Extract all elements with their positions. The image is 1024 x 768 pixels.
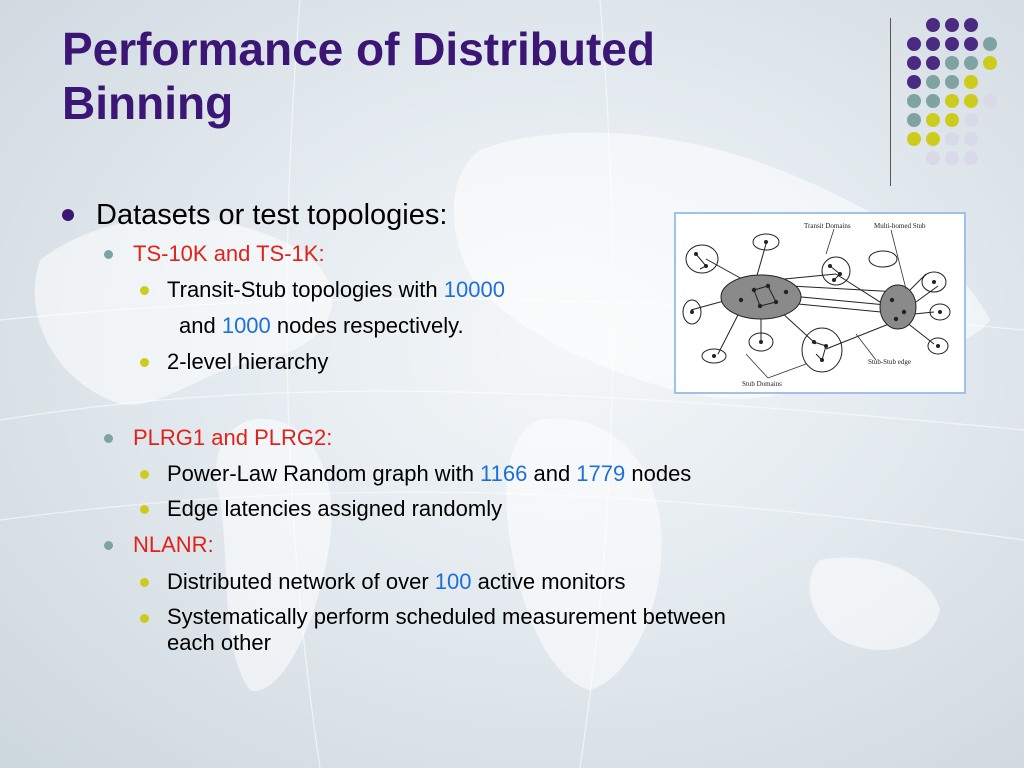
decorative-dot-grid <box>907 18 1012 168</box>
number-highlight: 10000 <box>443 277 505 302</box>
decor-dot <box>926 132 940 146</box>
decor-dot <box>964 18 978 32</box>
bullet-plrg-item-2: Edge latencies assigned randomly <box>140 495 502 523</box>
text-segment: Distributed network of over <box>167 569 435 594</box>
text-segment: and <box>527 461 577 486</box>
decor-dot <box>926 75 940 89</box>
bullet-plrg-item-1: Power-Law Random graph with 1166 and 177… <box>140 460 691 488</box>
decor-dot <box>945 94 959 108</box>
text-segment: Transit-Stub topologies with <box>167 277 444 302</box>
bullet-marker <box>104 541 113 550</box>
transit-stub-figure: Transit Domains Multi-homed Stub Stub-St… <box>674 212 966 394</box>
bullet-marker <box>140 286 149 295</box>
decor-dot <box>945 37 959 51</box>
bullet-marker <box>140 578 149 587</box>
bullet-marker <box>140 470 149 479</box>
decor-dot <box>964 94 978 108</box>
bullet-text: Power-Law Random graph with 1166 and 177… <box>167 460 691 488</box>
decor-dot <box>907 94 921 108</box>
bullet-nlanr-heading: NLANR: <box>104 531 214 559</box>
bullet-text: Edge latencies assigned randomly <box>167 496 503 521</box>
decor-dot <box>926 18 940 32</box>
bullet-text: NLANR: <box>133 532 214 557</box>
decor-dot <box>964 113 978 127</box>
number-highlight: 1000 <box>221 313 271 338</box>
decor-dot <box>907 56 921 70</box>
number-highlight: 100 <box>434 569 472 594</box>
bullet-text: and 1000 nodes respectively. <box>179 312 464 340</box>
decor-dot <box>964 37 978 51</box>
text-segment: nodes <box>625 461 692 486</box>
decor-dot <box>926 56 940 70</box>
bullet-text: Systematically perform scheduled measure… <box>167 604 726 656</box>
bullet-text: 2-level hierarchy <box>167 349 329 374</box>
text-segment: nodes respectively. <box>270 313 464 338</box>
decor-dot <box>964 151 978 165</box>
decor-dot <box>926 151 940 165</box>
bullet-nlanr-item-2: Systematically perform scheduled measure… <box>140 604 726 656</box>
decor-dot <box>983 56 997 70</box>
label-multi-homed-stub: Multi-homed Stub <box>874 222 926 230</box>
bullet-text: PLRG1 and PLRG2: <box>133 425 333 450</box>
topology-diagram: Transit Domains Multi-homed Stub Stub-St… <box>682 222 951 388</box>
bullet-marker <box>104 250 113 259</box>
bullet-marker <box>140 505 149 514</box>
text-segment: each other <box>167 630 271 655</box>
decor-dot <box>964 132 978 146</box>
label-transit-domains: Transit Domains <box>804 222 851 230</box>
text-segment: Power-Law Random graph with <box>167 461 481 486</box>
decor-dot <box>964 56 978 70</box>
text-segment: Systematically perform scheduled measure… <box>167 604 726 629</box>
number-highlight: 1779 <box>576 461 626 486</box>
bullet-ts-item-1: Transit-Stub topologies with 10000 <box>140 276 505 304</box>
number-highlight: 1166 <box>480 461 528 486</box>
decor-dot <box>945 151 959 165</box>
decor-dot <box>945 75 959 89</box>
decor-dot <box>983 94 997 108</box>
bullet-text: Datasets or test topologies: <box>96 199 448 231</box>
bullet-text: Transit-Stub topologies with 10000 <box>167 276 505 304</box>
decor-dot <box>945 113 959 127</box>
decor-dot <box>945 18 959 32</box>
decor-dot <box>907 37 921 51</box>
bullet-text: Distributed network of over 100 active m… <box>167 568 626 596</box>
decor-dot <box>964 75 978 89</box>
bullet-text: TS-10K and TS-1K: <box>133 241 325 266</box>
decor-dot <box>907 113 921 127</box>
text-segment: active monitors <box>471 569 626 594</box>
bullet-ts-item-1-cont: and 1000 nodes respectively. <box>179 312 464 340</box>
decor-dot <box>945 132 959 146</box>
title-divider <box>890 18 891 186</box>
decor-dot <box>926 113 940 127</box>
bullet-marker <box>104 434 113 443</box>
decor-dot <box>926 37 940 51</box>
decor-dot <box>983 37 997 51</box>
bullet-plrg-heading: PLRG1 and PLRG2: <box>104 424 332 452</box>
decor-dot <box>907 75 921 89</box>
title-line-1: Performance of Distributed <box>62 23 655 75</box>
bullet-marker <box>140 614 149 623</box>
decor-dot <box>926 94 940 108</box>
title-line-2: Binning <box>62 77 234 129</box>
bullet-ts-item-2: 2-level hierarchy <box>140 348 328 376</box>
label-stub-stub-edge: Stub-Stub edge <box>868 358 911 366</box>
bullet-marker <box>140 358 149 367</box>
bullet-ts-heading: TS-10K and TS-1K: <box>104 240 325 268</box>
bullet-marker <box>62 209 74 221</box>
text-segment: and <box>179 313 222 338</box>
decor-dot <box>907 132 921 146</box>
slide-title: Performance of Distributed Binning <box>62 22 862 130</box>
label-stub-domains: Stub Domains <box>742 380 782 388</box>
bullet-datasets: Datasets or test topologies: <box>62 198 447 232</box>
decor-dot <box>945 56 959 70</box>
bullet-nlanr-item-1: Distributed network of over 100 active m… <box>140 568 626 596</box>
